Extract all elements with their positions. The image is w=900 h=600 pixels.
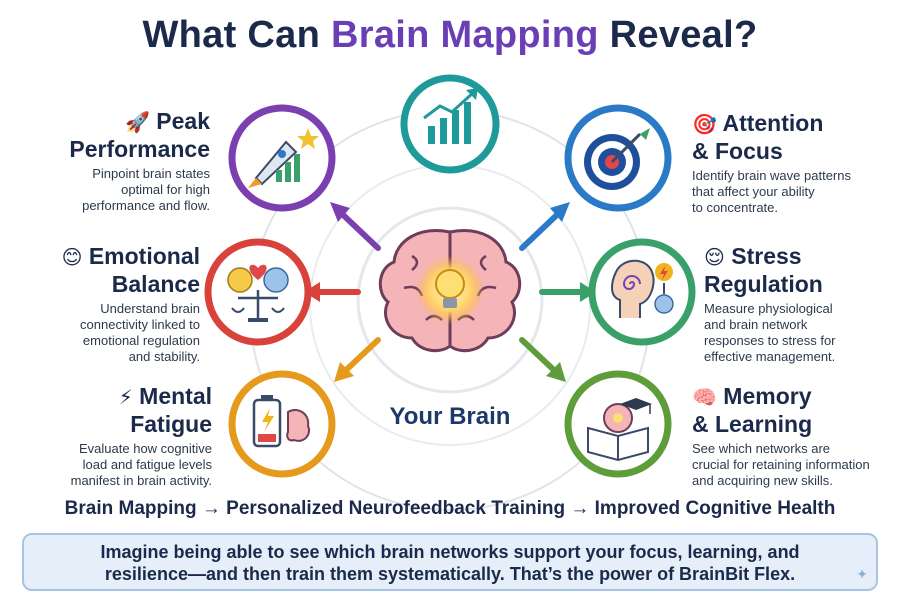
label-memory-learning: 🧠 Memory& Learning See which networks ar…: [692, 383, 870, 488]
head-spiral-icon: [611, 259, 674, 318]
process-flow-text: Brain Mapping → Personalized Neurofeedba…: [64, 498, 836, 519]
arrow-emotional-balance: [304, 282, 361, 302]
arrow-stress-regulation: [539, 282, 596, 302]
mental-fatigue-circle: [228, 370, 336, 478]
target-emoji-icon: 🎯: [692, 114, 717, 136]
arrow-attention-focus: [519, 202, 570, 251]
emotion-scale-icon: [227, 264, 289, 322]
sparkle-icon: ✦: [856, 566, 868, 582]
low-battery-icon: [252, 395, 310, 448]
growth-chart-icon: [423, 88, 478, 144]
lightning-emoji-icon: ⚡: [118, 387, 133, 409]
arrow-peak-performance: [330, 202, 381, 251]
target-icon: [584, 128, 650, 190]
arrow-memory-learning: [519, 337, 566, 382]
memory-learning-circle: [564, 370, 672, 478]
smile-emoji-icon: 😊: [61, 247, 83, 269]
book-brain-icon: [587, 398, 652, 462]
rocket-chart-icon: [248, 128, 319, 188]
top-icon-circle: [400, 74, 500, 174]
brain-emoji-icon: 🧠: [692, 387, 717, 409]
peak-performance-circle: [228, 104, 336, 212]
attention-focus-circle: [564, 104, 672, 212]
page-title: What Can Brain Mapping Reveal?: [142, 14, 758, 56]
brain-lightbulb-icon: [378, 229, 522, 353]
arrow-mental-fatigue: [334, 337, 381, 382]
rocket-emoji-icon: 🚀: [124, 112, 150, 134]
label-attention-focus: 🎯 Attention& Focus Identify brain wave p…: [692, 110, 851, 215]
relieved-emoji-icon: 😌: [704, 247, 725, 269]
callout-line-2: resilience—and then train them systemati…: [104, 564, 796, 584]
emotional-balance-circle: [204, 238, 312, 346]
callout-box: Imagine being able to see which brain ne…: [22, 533, 878, 591]
center-label: Your Brain: [389, 403, 511, 430]
callout-line-1: Imagine being able to see which brain ne…: [100, 542, 800, 562]
stress-regulation-circle: [588, 238, 696, 346]
